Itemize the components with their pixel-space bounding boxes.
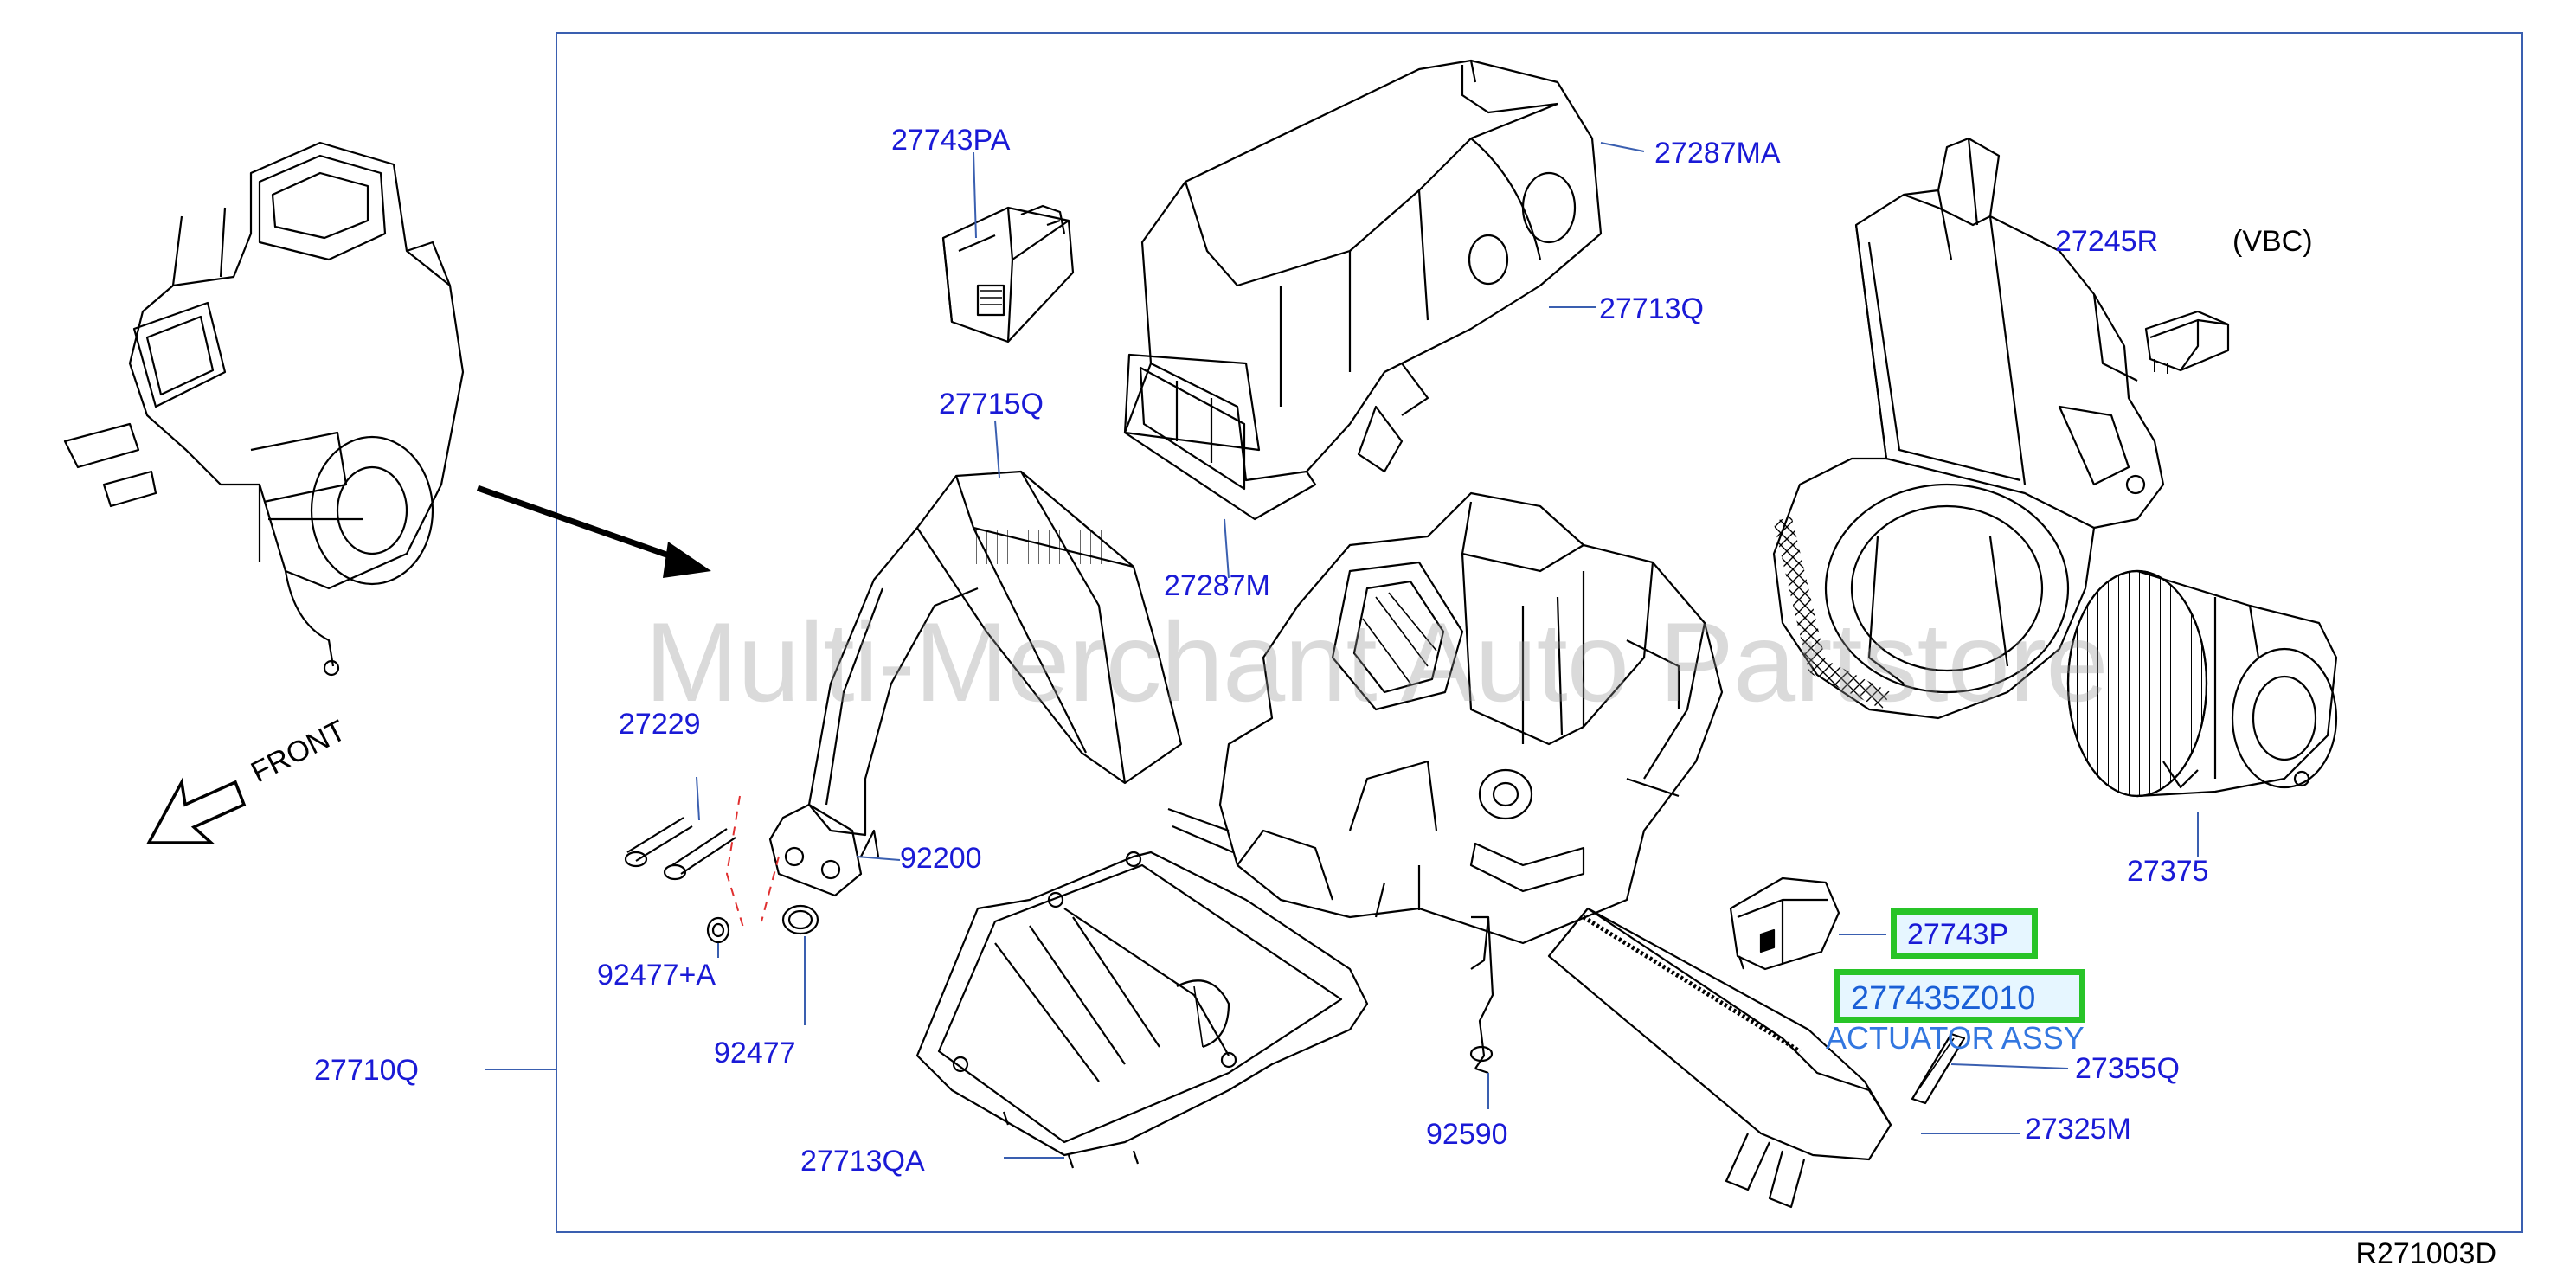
resistor-27245R-drawing (2144, 310, 2230, 374)
highlighted-part-number: 27743P (1907, 918, 2009, 951)
heater-unit-overview-drawing (63, 141, 465, 677)
lower-case-27713QA-drawing (915, 851, 1369, 1169)
callout-27325M[interactable]: 27325M (2025, 1113, 2131, 1146)
callout-27713QA[interactable]: 27713QA (800, 1145, 925, 1178)
callout-92477-A[interactable]: 92477+A (597, 959, 716, 992)
blower-motor-27375-drawing (2066, 569, 2338, 798)
highlighted-oem-number: 277435Z010 (1851, 980, 2036, 1017)
callout-27229[interactable]: 27229 (619, 708, 701, 741)
callout-92477[interactable]: 92477 (714, 1037, 796, 1069)
highlighted-oem-number-box[interactable]: 277435Z010 (1834, 969, 2085, 1023)
clip-27355Q-drawing (1911, 1032, 1966, 1105)
highlighted-part-27743P[interactable]: 27743P (1891, 908, 2038, 959)
callout-27713Q[interactable]: 27713Q (1599, 292, 1704, 325)
evaporator-27715Q-drawing (768, 470, 1183, 897)
bolts-and-orings-drawing (624, 795, 819, 944)
actuator-description: ACTUATOR ASSY (1826, 1020, 2085, 1056)
blower-housing-drawing (1772, 137, 2165, 720)
duct-27287MA-drawing (1123, 59, 1603, 521)
heater-case-drawing (1167, 491, 1724, 1075)
actuator-27743PA-drawing (941, 204, 1075, 343)
callout-92590[interactable]: 92590 (1426, 1118, 1508, 1151)
heater-core-27325M-drawing (1547, 907, 1892, 1209)
callout-27743PA[interactable]: 27743PA (891, 124, 1011, 157)
callout-27287M[interactable]: 27287M (1164, 569, 1270, 602)
vbc-variant-note: (VBC) (2232, 225, 2313, 258)
leader-lines (485, 142, 2199, 1159)
watermark-text: Multi-Merchant Auto Partstore (645, 599, 2109, 725)
callout-27715Q[interactable]: 27715Q (939, 388, 1044, 421)
callout-27710Q[interactable]: 27710Q (314, 1054, 419, 1087)
actuator-27743P-drawing (1729, 876, 1840, 971)
assembly-frame (556, 32, 2523, 1233)
callout-27287MA[interactable]: 27287MA (1654, 137, 1781, 170)
front-arrow-icon (146, 777, 247, 844)
callout-92200[interactable]: 92200 (900, 842, 982, 875)
callout-27375[interactable]: 27375 (2127, 855, 2209, 888)
callout-27245R[interactable]: 27245R (2055, 225, 2159, 258)
callout-27355Q[interactable]: 27355Q (2075, 1052, 2180, 1085)
direction-arrow (476, 485, 711, 578)
diagram-reference-code: R271003D (2355, 1237, 2496, 1270)
